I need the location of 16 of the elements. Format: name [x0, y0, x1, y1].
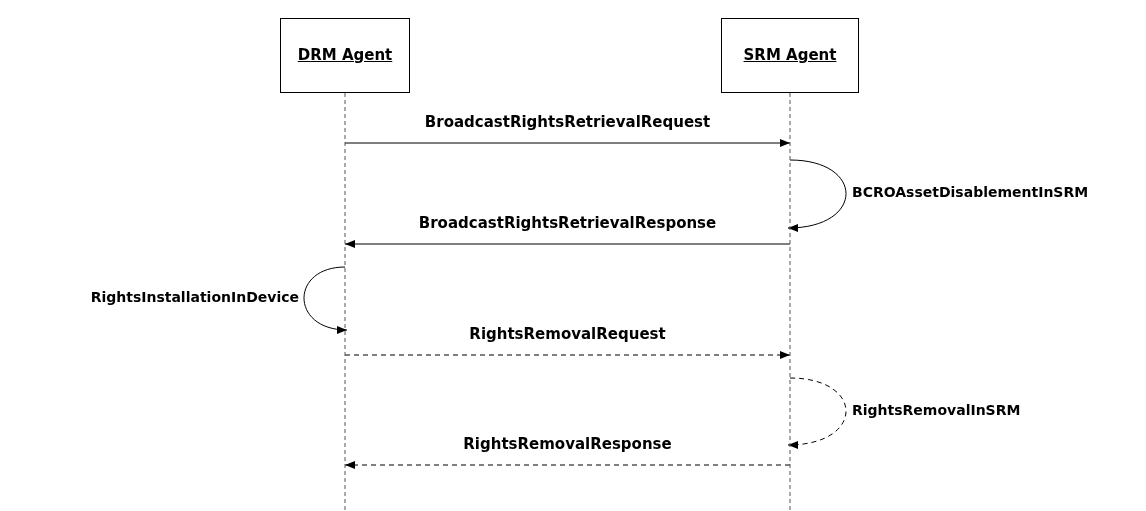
edge-label: RightsRemovalInSRM — [852, 400, 1021, 420]
arrow — [344, 139, 791, 147]
edge-label: BroadcastRightsRetrievalRequest — [424, 112, 711, 133]
arrow — [344, 240, 791, 248]
arrow — [303, 266, 348, 334]
arrow — [787, 377, 847, 449]
arrow — [344, 461, 791, 469]
arrow — [787, 159, 847, 232]
edge-label: RightsRemovalRequest — [469, 324, 666, 345]
arrow — [344, 351, 791, 359]
edge-label: BCROAssetDisablementInSRM — [852, 183, 1089, 202]
edge-label: RightsInstallationInDevice — [90, 287, 299, 307]
edge-label: BroadcastRightsRetrievalResponse — [418, 213, 717, 234]
participant-name: DRM Agent — [297, 45, 393, 67]
participant-name: SRM Agent — [743, 45, 837, 67]
edge-label: RightsRemovalResponse — [463, 434, 672, 455]
